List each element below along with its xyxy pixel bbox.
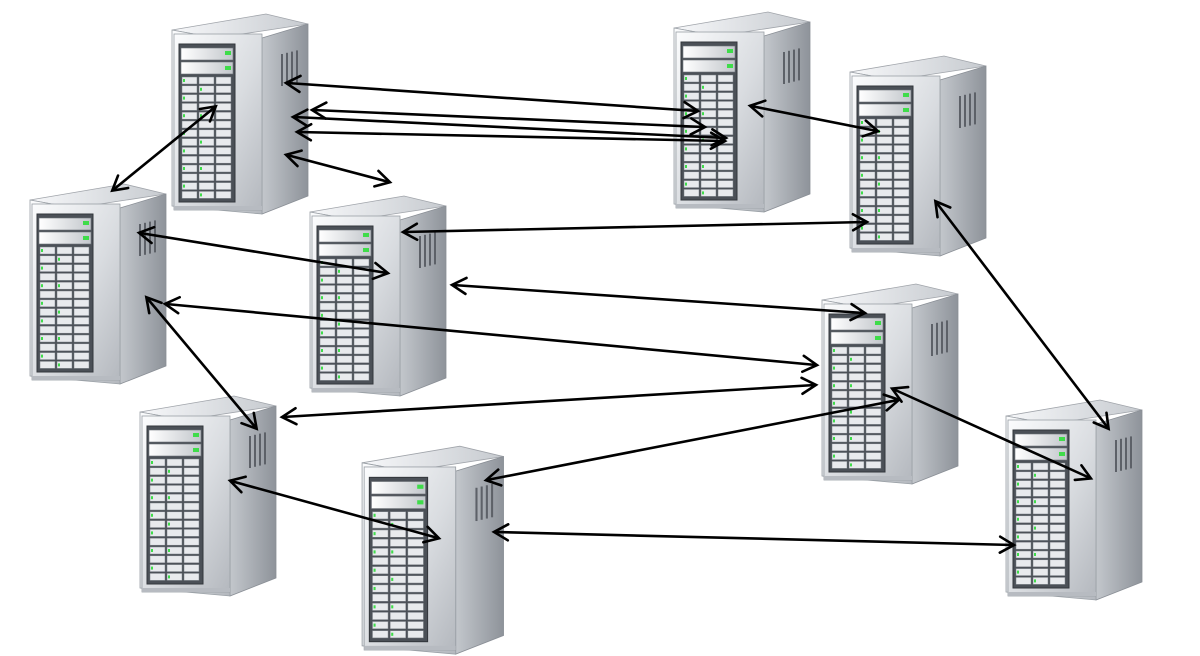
bidirectional-arrow <box>449 276 868 322</box>
bidirectional-arrow <box>309 101 708 136</box>
bidirectional-arrow <box>889 385 1094 482</box>
bidirectional-arrow <box>283 74 701 120</box>
server-tower-icon <box>821 283 959 485</box>
server-tower-icon <box>849 55 987 257</box>
bidirectional-arrow <box>136 225 391 281</box>
bidirectional-arrow <box>110 104 218 193</box>
bidirectional-arrow <box>483 393 902 487</box>
servers-layer <box>29 11 1143 655</box>
bidirectional-arrow <box>290 108 729 147</box>
bidirectional-arrow <box>933 199 1111 431</box>
server-tower-icon <box>1005 399 1143 601</box>
server-tower-icon <box>171 13 309 215</box>
server-tower-icon <box>29 183 167 385</box>
bidirectional-arrow <box>400 212 870 242</box>
bidirectional-arrow <box>747 99 881 138</box>
bidirectional-arrow <box>227 475 442 544</box>
server-tower-icon <box>361 445 504 655</box>
server-tower-icon <box>309 195 447 397</box>
bidirectional-arrow <box>294 122 728 151</box>
bidirectional-arrow <box>162 295 820 374</box>
bidirectional-arrow <box>491 523 1017 554</box>
connections-layer <box>110 74 1111 554</box>
bidirectional-arrow <box>283 149 393 188</box>
